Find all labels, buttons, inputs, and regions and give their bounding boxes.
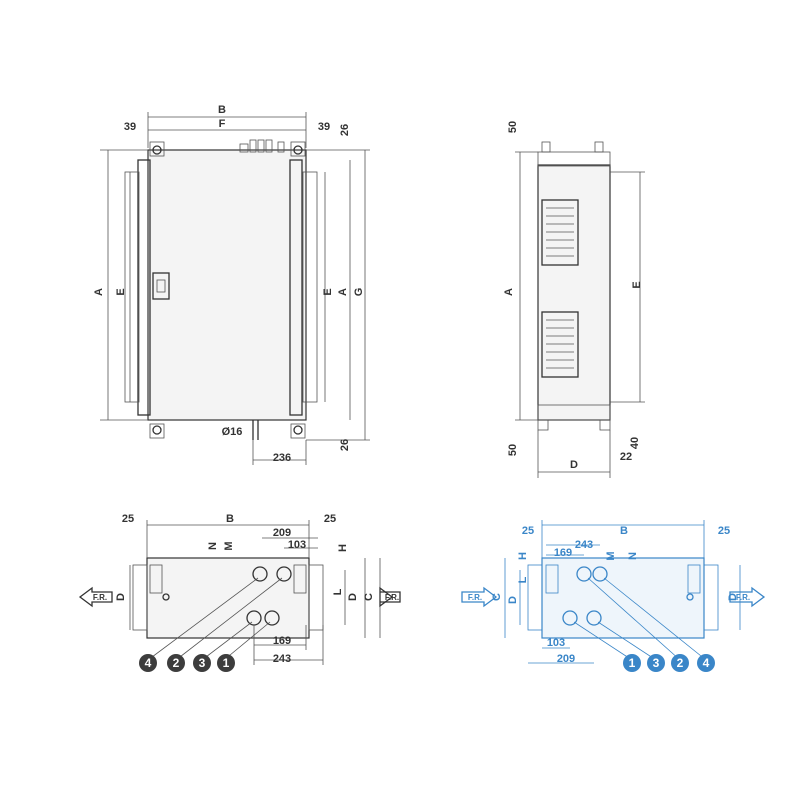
bracket-hole — [293, 425, 303, 435]
dim-26-top: 26 — [339, 124, 351, 136]
side-dim-40: 40 — [629, 437, 641, 449]
br-dim-n: N — [627, 552, 639, 560]
side-dim-a: A — [503, 288, 515, 296]
side-grille-top — [541, 199, 579, 266]
pipe-connection — [586, 610, 602, 626]
dim-f: F — [219, 118, 226, 130]
bl-body — [146, 557, 310, 639]
dim-b: B — [218, 104, 226, 116]
dim-236: 236 — [273, 452, 291, 464]
badge-label: 3 — [653, 656, 660, 670]
pipe-connection — [562, 610, 578, 626]
fr-arrow-left-icon — [461, 586, 498, 608]
bracket-hole — [293, 145, 303, 155]
bl-dim-l: L — [332, 588, 344, 595]
bl-fr-right: F.R. — [385, 593, 399, 602]
br-fr-left: F.R. — [468, 593, 482, 602]
dim-26-bottom: 26 — [339, 439, 351, 451]
badge-4 — [139, 654, 157, 672]
dim-39-left: 39 — [124, 121, 136, 133]
dim-diameter: Ø16 — [222, 426, 243, 438]
bl-dim-25-left: 25 — [122, 513, 134, 525]
bl-dim-209: 209 — [273, 527, 291, 539]
bl-dim-c: C — [363, 593, 375, 601]
bl-dim-169: 169 — [273, 635, 291, 647]
badge-label: 1 — [629, 656, 636, 670]
br-dim-b: B — [620, 525, 628, 537]
dim-e-left: E — [115, 288, 127, 295]
badge-2 — [671, 654, 689, 672]
badge-label: 4 — [145, 656, 152, 670]
br-dim-25-right: 25 — [718, 525, 730, 537]
br-dim-d-left: D — [507, 596, 519, 604]
br-dim-m: M — [605, 551, 617, 560]
bl-dim-m: M — [223, 541, 235, 550]
br-dim-169: 169 — [554, 547, 572, 559]
br-dim-l: L — [517, 576, 529, 583]
br-dim-h: H — [517, 552, 529, 560]
br-dim-103: 103 — [547, 637, 565, 649]
bl-dim-d-right: D — [347, 593, 359, 601]
side-body — [537, 164, 611, 421]
br-dim-25-left: 25 — [522, 525, 534, 537]
front-flange-right — [302, 171, 318, 403]
pipe-connection — [592, 566, 608, 582]
pipe-connection — [252, 566, 268, 582]
badge-3 — [193, 654, 211, 672]
front-view: B F 39 39 26 26 A E E A G Ø16 236 — [93, 104, 370, 465]
br-fr-right: F.R. — [736, 593, 750, 602]
dim-a-left: A — [93, 288, 105, 296]
bottom-right-view: 25 B 25 243 169 H L M N C D D 103 209 F.… — [461, 520, 766, 672]
side-dim-50-top: 50 — [507, 121, 519, 133]
front-body — [147, 149, 307, 421]
bl-dim-d-left: D — [115, 593, 127, 601]
dim-e-right: E — [322, 288, 334, 295]
br-dim-243: 243 — [575, 539, 593, 551]
side-view: 50 50 A E D 22 40 — [503, 121, 645, 478]
br-dim-d-right: D — [727, 593, 739, 601]
badge-3 — [647, 654, 665, 672]
front-flange-left — [124, 171, 140, 403]
side-dim-d: D — [570, 459, 578, 471]
bottom-left-view: 25 B 25 209 103 N M H D L D C 169 243 F.… — [78, 513, 401, 672]
badge-label: 3 — [199, 656, 206, 670]
bl-dim-n: N — [207, 542, 219, 550]
pipe-connection — [264, 610, 280, 626]
dim-g: G — [353, 288, 365, 297]
front-rail-right — [289, 159, 303, 416]
badge-1 — [623, 654, 641, 672]
bracket-hole — [152, 425, 162, 435]
badge-1 — [217, 654, 235, 672]
bl-fr-left: F.R. — [93, 593, 107, 602]
bracket-hole — [152, 145, 162, 155]
badge-2 — [167, 654, 185, 672]
front-rail-left — [137, 159, 151, 416]
bl-dim-25-right: 25 — [324, 513, 336, 525]
fr-arrow-right-icon — [729, 586, 766, 608]
pipe-connection — [276, 566, 292, 582]
side-grille-bottom — [541, 311, 579, 378]
side-dim-50-bottom: 50 — [507, 444, 519, 456]
bl-dim-h: H — [337, 544, 349, 552]
badge-label: 2 — [173, 656, 180, 670]
pipe-connection — [576, 566, 592, 582]
bl-dim-b: B — [226, 513, 234, 525]
badge-label: 1 — [223, 656, 230, 670]
dim-a-right: A — [337, 288, 349, 296]
dim-39-right: 39 — [318, 121, 330, 133]
side-dim-e: E — [631, 281, 643, 288]
fr-arrow-right-icon — [380, 591, 401, 603]
badge-4 — [697, 654, 715, 672]
fr-arrow-left-icon — [78, 586, 113, 608]
badge-label: 2 — [677, 656, 684, 670]
side-dim-22: 22 — [620, 451, 632, 463]
bl-dim-103: 103 — [288, 539, 306, 551]
br-dim-209: 209 — [557, 653, 575, 665]
br-body — [541, 557, 705, 639]
front-handle — [152, 272, 170, 300]
badge-label: 4 — [703, 656, 710, 670]
bl-dim-243: 243 — [273, 653, 291, 665]
